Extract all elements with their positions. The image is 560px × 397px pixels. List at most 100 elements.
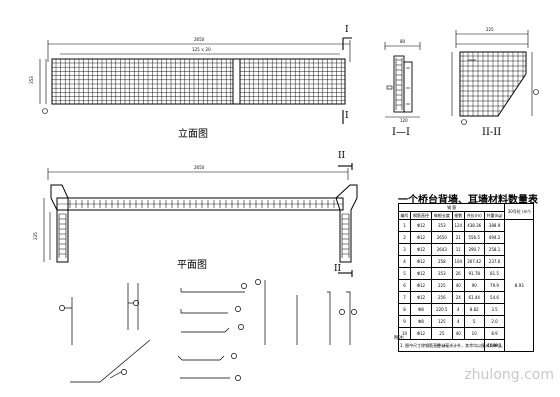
table-cell: 2.0 [483,315,506,328]
table-cell: 3.5 [483,303,506,316]
table-cell: 24 [451,291,465,304]
table-cell: 124 [451,219,465,232]
section-2-view [451,30,539,125]
elev-sub-dim: 125 × 20 [192,47,211,52]
table-cell: 91.78 [463,267,485,280]
table-cell: 6 [397,279,412,292]
table-cell: Φ12 [410,327,432,340]
table-cell: 438.36 [463,219,485,232]
plan-left-dim: 225 [32,232,38,240]
plan-section-mark-top: II [338,151,346,161]
table-cell: 267.42 [463,255,485,268]
table-cell: 11 [451,243,465,256]
table-column-header: 钢筋直径 [410,211,432,220]
table-cell: 9 [397,315,412,328]
section-mark-top: I [345,25,349,35]
table-total-label: 合 计 [398,339,485,352]
table-column-header: 根数 [451,211,465,220]
table-cell: Φ8 [410,303,432,316]
table-cell: 40 [451,279,465,292]
table-cell: Φ8 [410,315,432,328]
table-cell: 290.7 [463,243,485,256]
table-cell: 21 [451,231,465,244]
table-column-header: 共重(kg) [483,211,506,220]
table-cell: 4 [451,315,465,328]
plan-title: 平面图 [177,260,207,271]
rebar-details [59,279,357,383]
table-column-header: 共长(m) [463,211,485,220]
table-cell: 5 [463,315,485,328]
section-1-title: I—I [392,127,410,138]
table-cell: 2643 [430,243,453,256]
table-cell: 81.5 [483,267,506,280]
table-cell: Φ12 [410,231,432,244]
table-cell: 61.44 [463,291,485,304]
table-concrete-value: 8.93 [504,219,534,352]
table-cell: Φ12 [410,279,432,292]
table-cell: 258 [430,255,453,268]
plan-total-dim: 2650 [194,165,205,170]
elevation-view [39,37,352,124]
plan-view [43,163,358,277]
table-cell: 90 [463,279,485,292]
table-cell: 388.9 [483,219,506,232]
table-cell: 5 [397,267,412,280]
table-concrete-header: 30号砼 (m³) [504,203,534,220]
section-2-title: II-II [482,127,502,138]
table-cell: 556.5 [463,231,485,244]
table-cell: Φ12 [410,267,432,280]
sec1-bottom-dim: 120 [400,118,408,123]
table-cell: 10 [463,327,485,340]
table-cell: 7 [397,291,412,304]
table-cell: 8.9 [483,327,506,340]
table-cell: 2650 [430,231,453,244]
table-title: 一个桥台背墙、耳墙材料数量表 [398,195,538,206]
watermark: zhulong.com [464,367,554,383]
table-cell: 353 [430,267,453,280]
sec1-width-dim: 80 [400,39,406,44]
table-cell: 79.9 [483,279,506,292]
table-cell: Φ12 [410,291,432,304]
table-cell: 4 [397,255,412,268]
elev-total-dim: 2650 [194,37,205,42]
table-cell: 8 [397,303,412,316]
elevation-title: 立面图 [178,129,208,140]
table-column-header: 编号 [397,211,412,220]
table-cell: Φ12 [410,255,432,268]
table-column-header: 每根长度 [430,211,453,220]
table-cell: 225 [430,279,453,292]
table-cell: 353 [430,219,453,232]
note-text: 1. 图中尺寸除钢筋直径以毫米计外，其余均以厘米为单位。 [400,343,506,348]
section-1-view [384,42,421,118]
table-cell: 220.5 [430,303,453,316]
plan-section-mark-bottom: II [334,264,342,274]
table-cell: 104 [451,255,465,268]
elev-height-dim: 353 [28,76,34,84]
table-cell: Φ12 [410,243,432,256]
table-cell: 494.2 [483,231,506,244]
table-cell: 256 [430,291,453,304]
table-total-weight: 1609.2 [483,339,506,352]
note-heading: 附注: [394,336,405,341]
table-cell: 4 [451,303,465,316]
table-cell: 2 [397,231,412,244]
table-cell: 54.6 [483,291,506,304]
sec2-top-dim: 225 [486,27,494,32]
table-cell: 125 [430,315,453,328]
table-cell: 26 [451,267,465,280]
table-cell: 237.6 [483,255,506,268]
table-cell: 1 [397,219,412,232]
table-cell: Φ12 [410,219,432,232]
table-cell: 3 [397,243,412,256]
table-cell: 8.82 [463,303,485,316]
